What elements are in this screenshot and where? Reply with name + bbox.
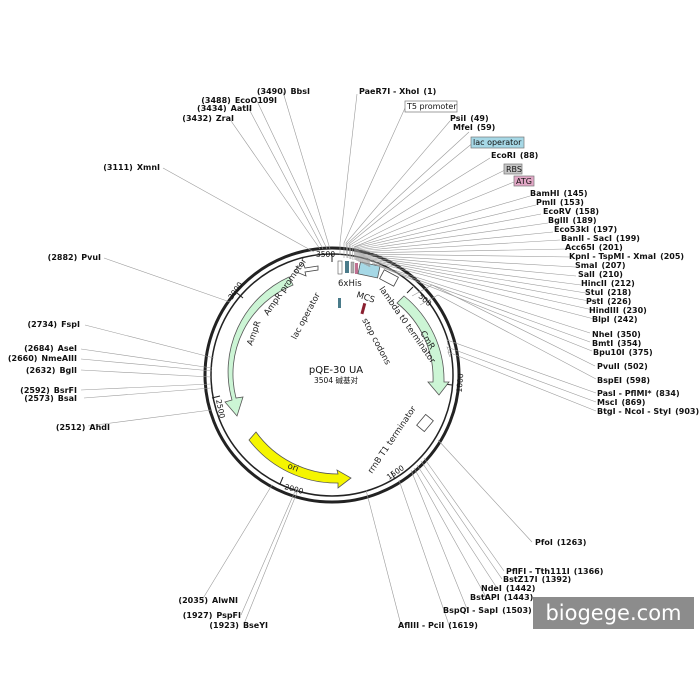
site-label: (3432)ZraI — [182, 114, 234, 123]
site-label: HindIII(230) — [589, 306, 647, 315]
site-label: MscI(869) — [597, 398, 645, 407]
atg-box — [513, 175, 535, 187]
ampr-promoter-arrow — [293, 262, 319, 277]
rbs-box — [503, 163, 523, 175]
rrnb-t1-box — [416, 413, 434, 433]
site-label: BspQI - SapI(1503) — [443, 606, 532, 615]
t5-promoter-label: T5 promoter — [406, 102, 457, 111]
site-label: Eco53kI(197) — [554, 225, 617, 234]
stop-codons-label: stop codons — [359, 317, 392, 368]
rbs-mark — [350, 261, 355, 274]
plasmid-length: 3504 碱基对 — [314, 375, 358, 385]
site-label: (2684)AseI — [24, 344, 77, 353]
site-label: (3434)AatII — [197, 104, 252, 113]
site-label: NheI(350) — [592, 330, 641, 339]
tick-3000: 3000 — [226, 280, 244, 301]
site-label: BmtI(354) — [592, 339, 641, 348]
site-label: BglII(189) — [548, 216, 597, 225]
site-label: PfoI(1263) — [535, 538, 586, 547]
lac-operator-label: lac operator — [473, 138, 522, 147]
atg-mark — [355, 263, 358, 274]
site-label: PaeR7I - XhoI(1) — [359, 87, 436, 96]
site-label: BstAPI(1443) — [470, 593, 533, 602]
mcs-label: MCS — [355, 290, 376, 305]
site-label: Acc65I(201) — [565, 243, 623, 252]
site-label: PvuII(502) — [597, 362, 648, 371]
site-label: (2660)NmeAIII — [8, 354, 77, 363]
lac-operator-inner-mark — [338, 298, 341, 308]
lac-operator-inner-label: lac operator — [290, 291, 323, 342]
site-label: PmlI(153) — [536, 198, 584, 207]
stop-codons-mark — [360, 302, 367, 315]
atg-label: ATG — [516, 177, 532, 186]
site-label: PsiI(49) — [450, 114, 489, 123]
site-label: PflFI - Tth111I(1366) — [506, 567, 603, 576]
site-label: (3490)BbsI — [257, 87, 310, 96]
site-label: KpnI - TspMI - XmaI(205) — [569, 252, 684, 261]
site-label: (2573)BsaI — [24, 394, 77, 403]
site-label: (3111)XmnI — [103, 163, 160, 172]
site-label: EcoRV(158) — [543, 207, 599, 216]
ampr-arrow — [224, 276, 294, 417]
site-label: AflIII - PciI(1619) — [398, 621, 478, 630]
site-label: Bpu10I(375) — [593, 348, 653, 357]
ori-label: ori — [286, 461, 300, 474]
lambda-t0-box — [379, 269, 399, 287]
site-label: (2734)FspI — [27, 320, 80, 329]
site-label: HincII(212) — [581, 279, 635, 288]
site-label: (2632)BglI — [26, 366, 77, 375]
ampr-label: AmpR — [245, 320, 263, 347]
site-label: (2592)BsrFI — [20, 386, 77, 395]
t5-promoter-mark — [337, 260, 343, 275]
site-label: BlpI(242) — [592, 315, 638, 324]
leader-lines — [80, 91, 599, 626]
site-label: BtgI - NcoI - StyI(903) — [597, 407, 699, 416]
tick-1000: 1000 — [455, 373, 466, 393]
site-label: SalI(210) — [578, 270, 623, 279]
site-labels-left: (1923)BseYI (1927)PspFI (2035)AlwNI (251… — [8, 87, 310, 630]
site-label: MfeI(59) — [453, 123, 495, 132]
mcs-box — [357, 261, 381, 279]
site-label: PasI - PflMI*(834) — [597, 389, 680, 398]
site-label: BamHI(145) — [530, 189, 588, 198]
site-label: BstZ17I(1392) — [503, 575, 571, 584]
site-label: (2882)PvuI — [48, 253, 101, 262]
lac-operator-mark — [345, 261, 349, 273]
ori-arrow — [248, 431, 352, 489]
site-labels-right: PaeR7I - XhoI(1) PsiI(49) MfeI(59) EcoRI… — [359, 87, 699, 630]
site-label: (1923)BseYI — [209, 621, 268, 630]
site-label: (1927)PspFI — [183, 611, 241, 620]
site-label: (3488)EcoO109I — [201, 96, 277, 105]
watermark: biogege.com — [533, 597, 694, 629]
site-label: (2512)AhdI — [56, 423, 110, 432]
rbs-label: RBS — [506, 165, 522, 174]
backbone-outer-ring — [203, 246, 461, 504]
tick-2500: 2500 — [214, 399, 227, 420]
site-label: NdeI(1442) — [481, 584, 535, 593]
site-label: PstI(226) — [586, 297, 631, 306]
site-label: StuI(218) — [585, 288, 631, 297]
lac-operator-box — [470, 136, 525, 149]
site-label: BspEI(598) — [597, 376, 650, 385]
rrnb-t1-label: rrnB T1 terminator — [366, 404, 419, 476]
t5-promoter-box — [404, 100, 458, 113]
plasmid-name: pQE-30 UA — [309, 365, 363, 376]
site-label: BanII - SacI(199) — [561, 234, 640, 243]
site-label: SmaI(207) — [575, 261, 626, 270]
tick-3500: 3500 — [316, 250, 335, 259]
cmr-arrow — [396, 295, 450, 396]
sixhis-label: 6xHis — [338, 279, 362, 289]
site-label: EcoRI(88) — [491, 151, 538, 160]
site-label: (2035)AlwNI — [178, 596, 238, 605]
